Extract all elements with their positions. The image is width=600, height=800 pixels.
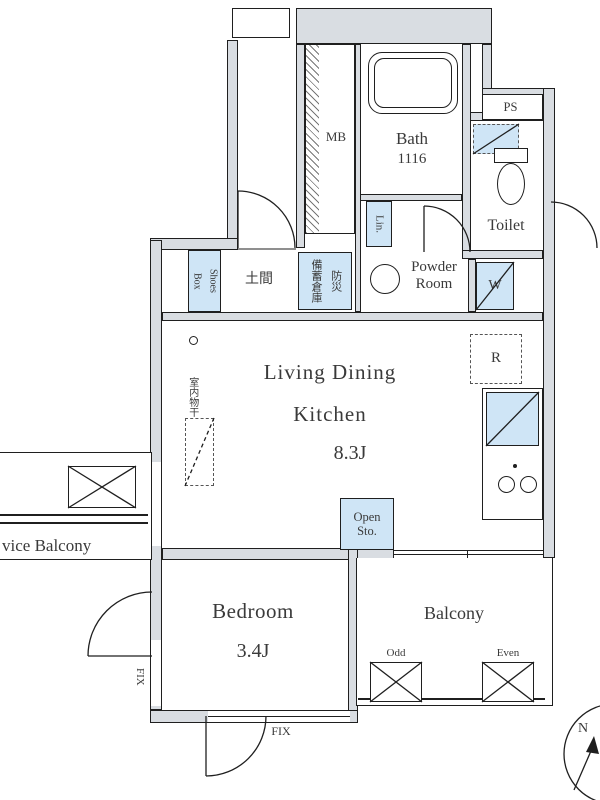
powder-room-label: Powder Room [411, 258, 457, 292]
bath-size-label: 1116 [397, 151, 427, 168]
compass-circle [563, 705, 600, 800]
compass-arrow-head [586, 736, 599, 754]
disaster-storage: 防災 備蓄倉庫 [298, 252, 352, 310]
fix-left-label: FIX [133, 668, 146, 686]
stove-burner-1 [498, 476, 515, 493]
mb-label: MB [325, 128, 347, 144]
washer-space: W [476, 262, 514, 310]
compass-arrow-line [573, 743, 595, 791]
wall-toilet-bottom [462, 250, 543, 259]
kitchen-label: Kitchen [293, 401, 367, 426]
toilet-label: Toilet [487, 216, 525, 234]
bedroom-label: Bedroom [212, 598, 294, 623]
sliding-window-mullion [467, 550, 468, 560]
bathtub-inner [374, 58, 452, 108]
service-balcony-line-2 [0, 522, 148, 524]
kitchen-sink [486, 392, 539, 446]
exterior-niche [232, 8, 290, 38]
wall-porch-left [227, 40, 238, 248]
wall-ps-connector [482, 44, 492, 94]
balcony-label: Balcony [424, 602, 484, 623]
furniture-dashed-box [185, 418, 214, 486]
linen-closet: Lin. [366, 201, 392, 247]
wall-top [296, 8, 492, 44]
bottom-window-midline [208, 716, 350, 717]
bedroom-size-label: 3.4J [236, 639, 270, 662]
exterior-door-arc [550, 201, 598, 249]
wall-bedroom-top [162, 548, 394, 560]
wall-right [543, 88, 555, 558]
indoor-drying-label: 室内物干 [186, 377, 198, 417]
bedroom-fix-window-left [150, 640, 162, 706]
washbasin [370, 264, 400, 294]
toilet-bowl [497, 163, 525, 205]
bedroom-left-door-arc [87, 591, 153, 657]
wall-bath-bottom [360, 194, 462, 201]
wall-mb-left [296, 44, 305, 248]
meter-box-hatch [306, 45, 319, 233]
toilet-tank [494, 148, 528, 163]
shoes-box: Shoes Box [188, 250, 221, 312]
service-balcony-hatch-box [68, 466, 136, 508]
stove-dot [513, 464, 517, 468]
sliding-window-midline [394, 554, 543, 555]
ldk-size-label: 8.3J [333, 441, 367, 464]
wall-bath-left [355, 44, 361, 312]
refrigerator-space: R [470, 334, 522, 384]
living-dining-label: Living Dining [263, 359, 397, 384]
entrance-door-arc [237, 190, 296, 249]
pipe-space [482, 94, 543, 120]
service-balcony-line-1 [0, 514, 148, 516]
odd-label: Odd [386, 646, 406, 659]
wall-entry-top [150, 238, 238, 250]
bath-label: Bath [395, 129, 429, 149]
balcony-inner-line [358, 698, 545, 700]
doma-label: 土間 [245, 271, 273, 287]
ceiling-hook-icon [189, 336, 198, 345]
open-storage: Open Sto. [340, 498, 394, 550]
bedroom-bottom-door-arc [205, 715, 267, 777]
fix-bottom-label: FIX [271, 724, 291, 739]
even-label: Even [496, 646, 520, 659]
even-hatch-box [482, 662, 534, 702]
odd-hatch-box [370, 662, 422, 702]
ps-label: PS [503, 99, 518, 114]
wall-mid-band [162, 312, 543, 321]
stove-burner-2 [520, 476, 537, 493]
service-balcony-label: vice Balcony [2, 536, 92, 556]
compass-n-label: N [577, 720, 589, 736]
